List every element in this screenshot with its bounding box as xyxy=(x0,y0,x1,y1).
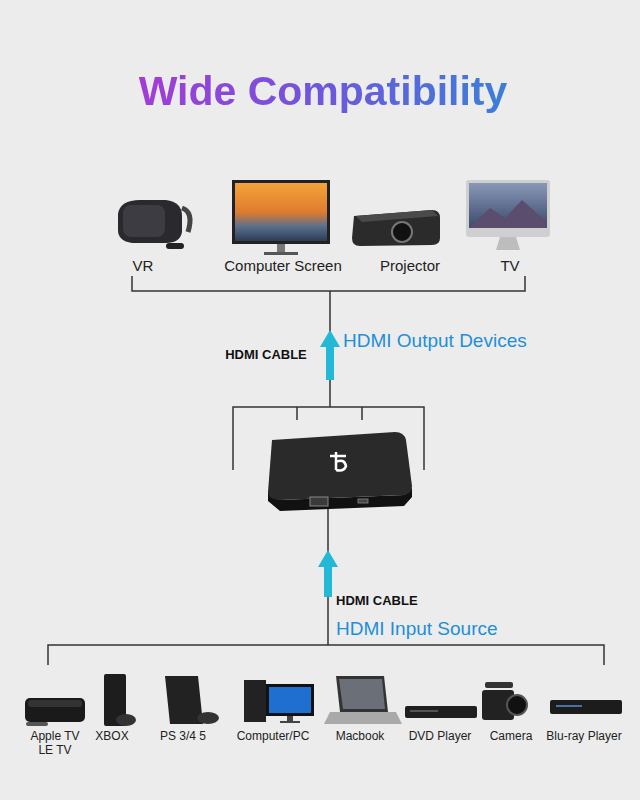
hdmi-adapter-icon xyxy=(268,432,412,511)
device-label: VR xyxy=(133,257,154,274)
group-label: HDMI Input Source xyxy=(336,618,498,640)
input-bracket xyxy=(48,645,604,665)
arrow-shaft xyxy=(326,347,334,380)
device-label: Computer Screen xyxy=(224,257,342,274)
laptop-screen xyxy=(339,679,385,709)
bluray-slot xyxy=(556,705,582,707)
wire-lines xyxy=(48,276,604,665)
tv-icon xyxy=(466,180,550,250)
xbox-controller xyxy=(116,714,136,726)
bluray-body xyxy=(550,700,622,714)
playstation-icon xyxy=(165,676,219,724)
device-label: XBOX xyxy=(95,730,128,744)
pc-tower xyxy=(244,680,266,722)
tv-screen xyxy=(469,183,547,228)
dvd-player-icon xyxy=(405,706,477,718)
apple-tv-top xyxy=(28,700,82,707)
output-bracket xyxy=(132,276,525,291)
projector-body xyxy=(352,210,440,246)
arrow-head xyxy=(318,550,338,567)
laptop-lid xyxy=(336,676,388,712)
dvd-slot xyxy=(410,710,438,712)
tv-frame xyxy=(466,180,550,237)
headset-body xyxy=(118,200,182,243)
adapter-top xyxy=(268,432,412,500)
device-label: Blu-ray Player xyxy=(546,730,621,744)
monitor-base xyxy=(264,252,298,255)
monitor-screen xyxy=(235,183,327,241)
device-label: Macbook xyxy=(336,730,385,744)
bluray-player-icon xyxy=(550,700,622,714)
device-label: PS 3/4 5 xyxy=(160,730,206,744)
arrow-shaft xyxy=(324,567,332,597)
device-label: Computer/PC xyxy=(237,730,310,744)
tv-stand xyxy=(496,237,520,250)
camera-lens xyxy=(507,695,527,715)
adapter-logo xyxy=(330,452,346,471)
camera-icon xyxy=(482,682,527,720)
cable-label: HDMI CABLE xyxy=(336,594,418,609)
page-title: Wide Compatibility xyxy=(139,68,508,115)
vr-headset-icon xyxy=(118,200,190,249)
headset-strap xyxy=(182,208,190,232)
arrow-head xyxy=(320,330,340,347)
cable-label: HDMI CABLE xyxy=(225,348,307,363)
device-label: Apple TV LE TV xyxy=(24,730,86,758)
headset-front xyxy=(123,205,165,237)
logo-mark xyxy=(330,452,346,471)
pc-stand xyxy=(287,716,293,721)
tv-mountain xyxy=(469,200,547,228)
laptop-base xyxy=(324,712,402,724)
pc-base xyxy=(280,721,300,723)
device-label: TV xyxy=(500,257,519,274)
device-label: Camera xyxy=(490,730,533,744)
device-label: Projector xyxy=(380,257,440,274)
monitor-stand xyxy=(277,244,285,253)
ps-controller xyxy=(197,712,219,724)
usb-port xyxy=(358,499,368,503)
pc-screen xyxy=(269,687,311,713)
apple-tv-box xyxy=(25,698,85,722)
apple-tv-remote xyxy=(26,722,48,726)
vr-controller xyxy=(166,243,184,249)
projector-top xyxy=(356,210,438,222)
pc-monitor xyxy=(266,684,314,716)
macbook-icon xyxy=(324,676,402,724)
dvd-body xyxy=(405,706,477,718)
xbox-icon xyxy=(104,674,136,726)
camera-handle xyxy=(485,682,513,688)
hdmi-port xyxy=(310,497,328,506)
monitor-icon xyxy=(232,180,330,255)
apple-tv-icon xyxy=(25,698,85,726)
device-label: DVD Player xyxy=(409,730,472,744)
projector-icon xyxy=(352,210,440,246)
projector-lens xyxy=(392,222,412,242)
computer-icon xyxy=(244,680,314,723)
group-label: HDMI Output Devices xyxy=(343,330,527,352)
monitor-frame xyxy=(232,180,330,244)
